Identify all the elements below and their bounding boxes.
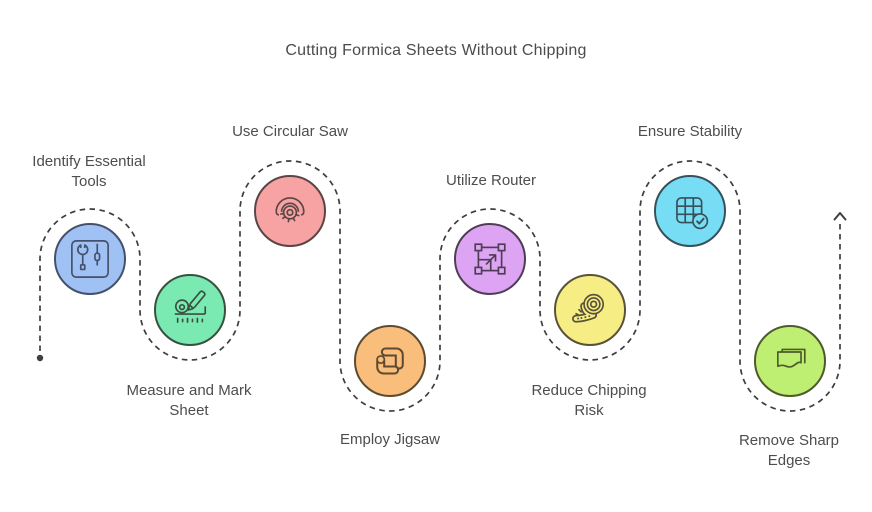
sheets-icon: [776, 348, 806, 368]
step-label-line: Utilize Router: [445, 172, 537, 189]
diagram-title: Cutting Formica Sheets Without Chipping: [285, 42, 587, 59]
step-circle: [654, 175, 726, 247]
step-label-7: Ensure Stability: [638, 122, 742, 142]
step-node-7: [654, 175, 726, 247]
step-label-line: Reduce Chipping: [531, 382, 647, 399]
step-node-8: [754, 325, 826, 397]
step-circle: [354, 325, 426, 397]
step-label-line: Measure and Mark: [126, 382, 252, 399]
grid-check-icon: [676, 197, 709, 230]
jigsaw-icon: [376, 347, 404, 375]
step-label-line: Risk: [574, 402, 604, 419]
router-icon: [474, 243, 506, 275]
step-label-5: Utilize Router: [446, 171, 536, 191]
step-label-line: Tools: [71, 173, 107, 190]
step-node-2: [154, 274, 226, 346]
step-circle: [54, 223, 126, 295]
flow-path: [39, 160, 841, 412]
step-label-line: Ensure Stability: [637, 123, 743, 140]
measure-mark-icon: [174, 290, 207, 324]
step-node-5: [454, 223, 526, 295]
step-node-3: [254, 175, 326, 247]
step-label-3: Use Circular Saw: [232, 122, 348, 142]
end-arrow-icon: [833, 212, 847, 221]
step-label-4: Employ Jigsaw: [340, 430, 440, 450]
tools-icon: [71, 240, 109, 278]
step-node-6: [554, 274, 626, 346]
step-node-1: [54, 223, 126, 295]
start-dot-marker: [36, 354, 44, 362]
step-label-line: Remove Sharp: [738, 432, 840, 449]
tape-measure-icon: [572, 293, 605, 323]
circular-saw-icon: [275, 197, 305, 223]
step-label-line: Identify Essential: [32, 153, 146, 170]
step-label-line: Employ Jigsaw: [339, 431, 441, 448]
step-label-line: Use Circular Saw: [232, 123, 348, 140]
step-node-4: [354, 325, 426, 397]
step-circle: [254, 175, 326, 247]
step-label-line: Edges: [767, 452, 811, 469]
step-label-line: Sheet: [169, 402, 209, 419]
